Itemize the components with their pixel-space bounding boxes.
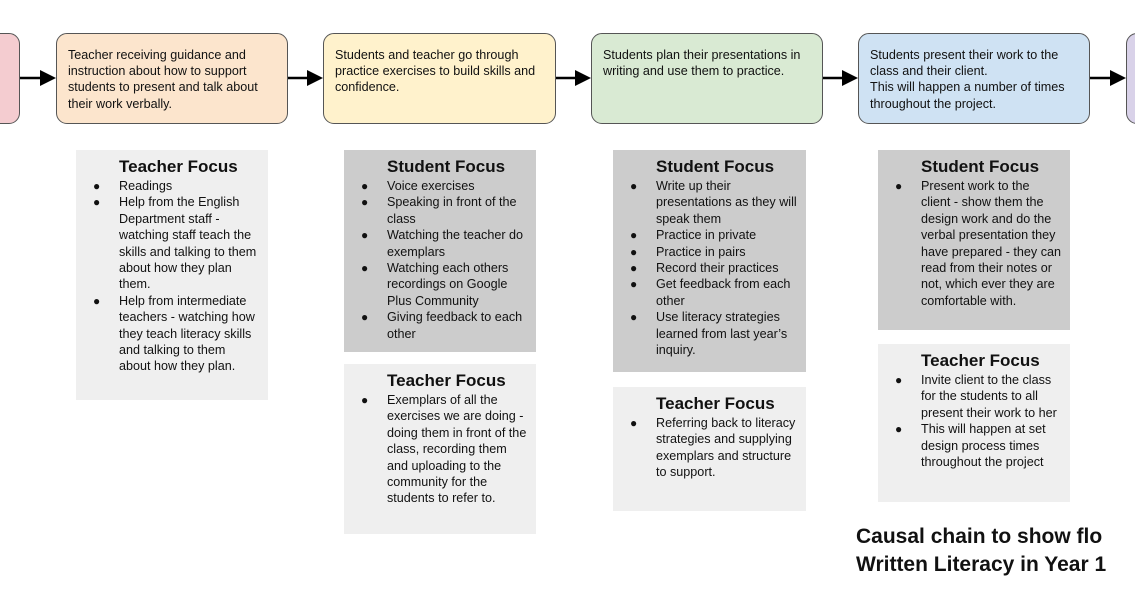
list-item: ●Watching the teacher do exemplars <box>361 228 524 259</box>
panel-title: Student Focus <box>387 157 506 176</box>
teacher-focus-panel-3: Teacher Focus ●Referring back to literac… <box>613 387 806 511</box>
bullet-icon: ● <box>361 310 369 325</box>
bullet-icon: ● <box>630 261 638 276</box>
list-item: ●Invite client to the class for the stud… <box>895 373 1057 420</box>
bullet-icon: ● <box>895 179 903 193</box>
list-item: ●Voice exercises <box>361 179 475 193</box>
bullet-icon: ● <box>93 195 101 210</box>
list-item: ●Watching each others recordings on Goog… <box>361 261 509 308</box>
list-item: ●Speaking in front of the class <box>361 195 517 226</box>
bullet-icon: ● <box>630 277 638 292</box>
list-item: ●Referring back to literacy strategies a… <box>630 416 796 480</box>
bullet-icon: ● <box>361 261 369 276</box>
list-item: ●Use literacy strategies learned from la… <box>630 310 788 358</box>
step-box-2: Students and teacher go through practice… <box>323 33 556 124</box>
step-box-0 <box>0 33 20 124</box>
step-box-4: Students present their work to the class… <box>858 33 1090 124</box>
teacher-focus-panel-4: Teacher Focus ●Invite client to the clas… <box>878 344 1070 502</box>
bullet-icon: ● <box>895 422 903 437</box>
step-box-1: Teacher receiving guidance and instructi… <box>56 33 288 124</box>
diagram-caption: Causal chain to show flo Written Literac… <box>856 523 1106 579</box>
bullet-icon: ● <box>895 373 903 387</box>
bullet-icon: ● <box>630 244 638 259</box>
teacher-focus-panel-1: Teacher Focus ●Readings ●Help from the E… <box>76 150 268 400</box>
arrow-icon <box>823 70 858 86</box>
list-item: ●Help from intermediate teachers - watch… <box>93 293 255 374</box>
step-box-3: Students plan their presentations in wri… <box>591 33 823 124</box>
bullet-icon: ● <box>630 228 638 243</box>
list-item: ●Exemplars of all the exercises we are d… <box>361 393 527 506</box>
arrow-icon <box>20 70 56 86</box>
list-item: ●Practice in pairs <box>630 244 746 259</box>
caption-line-2: Written Literacy in Year 1 <box>856 553 1107 576</box>
panel-title: Student Focus <box>656 157 775 176</box>
student-focus-panel-3: Student Focus ●Write up their presentati… <box>613 150 806 372</box>
bullet-icon: ● <box>630 179 638 193</box>
teacher-focus-panel-2: Teacher Focus ●Exemplars of all the exer… <box>344 364 536 534</box>
bullet-icon: ● <box>361 179 369 193</box>
list-item: ●Help from the English Department staff … <box>93 195 257 292</box>
list-item: ●Write up their presentations as they wi… <box>630 179 797 226</box>
list-item: ●Get feedback from each other <box>630 277 791 308</box>
panel-title: Teacher Focus <box>921 351 1040 370</box>
list-item: ●Present work to the client - show them … <box>895 179 1062 308</box>
arrow-icon <box>288 70 323 86</box>
bullet-icon: ● <box>361 393 369 407</box>
student-focus-panel-4: Student Focus ●Present work to the clien… <box>878 150 1070 330</box>
bullet-icon: ● <box>630 416 638 430</box>
panel-title: Teacher Focus <box>119 157 238 176</box>
caption-line-1: Causal chain to show flo <box>856 525 1103 548</box>
bullet-icon: ● <box>361 228 369 243</box>
list-item: ●This will happen at set design process … <box>895 422 1046 470</box>
panel-title: Student Focus <box>921 157 1040 176</box>
panel-title: Teacher Focus <box>387 371 506 390</box>
step-box-5 <box>1126 33 1135 124</box>
bullet-icon: ● <box>630 310 638 325</box>
list-item: ●Giving feedback to each other <box>361 310 523 341</box>
bullet-icon: ● <box>93 293 101 308</box>
panel-title: Teacher Focus <box>656 394 775 413</box>
bullet-icon: ● <box>361 195 369 210</box>
bullet-icon: ● <box>93 179 101 193</box>
student-focus-panel-2: Student Focus ●Voice exercises ●Speaking… <box>344 150 536 352</box>
list-item: ●Record their practices <box>630 261 779 276</box>
list-item: ●Practice in private <box>630 228 757 243</box>
arrow-icon <box>556 70 591 86</box>
arrow-icon <box>1090 70 1126 86</box>
list-item: ●Readings <box>93 179 173 193</box>
